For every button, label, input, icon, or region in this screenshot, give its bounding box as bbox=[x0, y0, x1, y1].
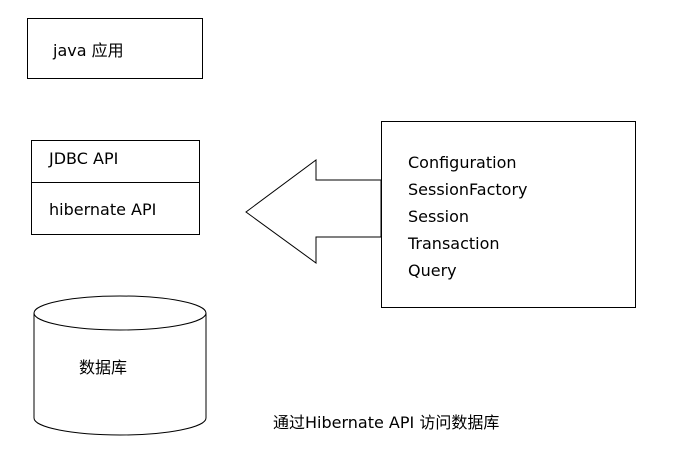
diagram-caption: 通过Hibernate API 访问数据库 bbox=[273, 413, 500, 432]
hibernate-classes-box bbox=[381, 121, 636, 308]
class-item-session-factory: SessionFactory bbox=[408, 180, 528, 199]
hibernate-api-label: hibernate API bbox=[49, 200, 157, 219]
java-app-box bbox=[27, 18, 203, 79]
class-item-transaction: Transaction bbox=[408, 234, 500, 253]
java-app-label: java 应用 bbox=[53, 41, 124, 60]
class-item-query: Query bbox=[408, 261, 457, 280]
api-stack-divider bbox=[32, 182, 199, 183]
class-item-configuration: Configuration bbox=[408, 153, 517, 172]
database-label: 数据库 bbox=[79, 358, 128, 377]
jdbc-api-label: JDBC API bbox=[49, 149, 119, 168]
api-stack-box bbox=[31, 140, 200, 235]
class-item-session: Session bbox=[408, 207, 470, 226]
